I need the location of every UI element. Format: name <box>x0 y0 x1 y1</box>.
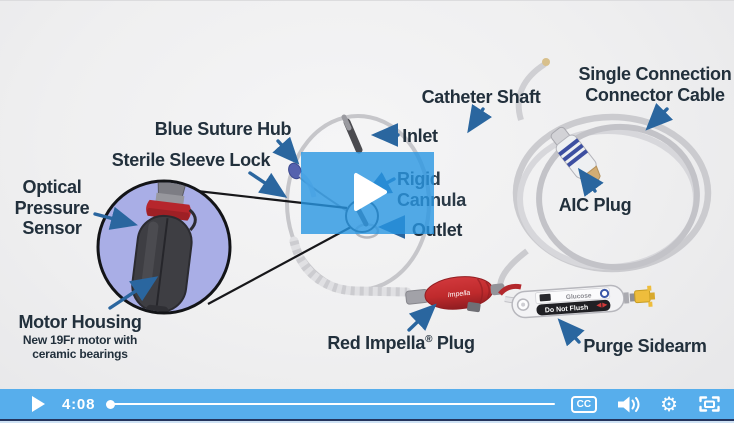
label-red-impella-plug: Red Impella® Plug <box>327 333 475 353</box>
red-purge-tubing <box>498 283 522 296</box>
label-inlet: Inlet <box>402 126 438 146</box>
arrow-catheter-shaft <box>467 103 493 134</box>
connector-cable-coil <box>497 58 712 294</box>
play-icon <box>354 173 387 211</box>
player-bottom-border <box>0 419 734 421</box>
gear-icon: ⚙ <box>660 392 678 416</box>
blue-ring-symbol <box>599 288 610 299</box>
label-sterile-sleeve-lock: Sterile Sleeve Lock <box>111 150 271 170</box>
speaker-icon <box>618 396 640 412</box>
cable-end-tip <box>542 58 550 66</box>
seek-bar[interactable] <box>106 398 555 410</box>
play-button[interactable] <box>32 396 45 412</box>
label-blue-suture-hub: Blue Suture Hub <box>154 119 292 139</box>
label-purge-sidearm: Purge Sidearm <box>583 336 707 356</box>
inlet-tip <box>341 114 363 154</box>
arrow-motor-housing <box>108 276 159 310</box>
video-control-bar: 4:08 CC ⚙ <box>0 389 734 419</box>
yellow-luer-connector <box>634 289 651 304</box>
glucose-sensor-window <box>539 293 551 302</box>
label-aic-plug: AIC Plug <box>558 195 632 215</box>
arrow-blue-suture-hub <box>272 136 300 165</box>
glucose-marking: Glucose <box>566 292 592 301</box>
label-catheter-shaft: Catheter Shaft <box>421 87 541 107</box>
label-optical-pressure-sensor: Optical Pressure Sensor <box>14 177 90 239</box>
big-play-button[interactable] <box>301 152 434 234</box>
fullscreen-button[interactable] <box>697 394 722 414</box>
seek-handle[interactable] <box>106 399 116 409</box>
volume-button[interactable] <box>616 395 641 414</box>
cc-icon: CC <box>570 395 598 413</box>
arrow-optical-pressure-sensor <box>93 206 138 230</box>
label-motor-housing-note: New 19Fr motor with ceramic bearings <box>22 333 138 361</box>
do-not-flush-marking: Do Not Flush <box>545 304 589 314</box>
captions-button[interactable]: CC <box>570 395 598 413</box>
arrow-purge-sidearm <box>557 318 585 347</box>
arrow-sterile-sleeve-lock <box>248 171 288 198</box>
purge-sidearm-device: Glucose Do Not Flush <box>511 284 656 319</box>
red-impella-plug-device: Impella <box>405 276 505 313</box>
seek-track[interactable] <box>114 402 555 406</box>
arrow-red-impella-plug <box>407 303 437 332</box>
red-arrows-symbol <box>596 302 608 308</box>
fullscreen-icon <box>699 396 720 412</box>
label-single-connection-connector-cable: Single Connection Connector Cable <box>578 64 732 105</box>
motor-housing-magnifier <box>96 179 232 317</box>
impella-script-marking: Impella <box>447 290 470 299</box>
arrow-connector-cable <box>645 102 674 131</box>
label-motor-housing: Motor Housing <box>18 312 142 332</box>
settings-button[interactable]: ⚙ <box>660 394 678 414</box>
arrow-aic-plug <box>577 167 604 197</box>
sterile-sleeve-corrugation <box>289 239 408 297</box>
current-time: 4:08 <box>62 395 96 413</box>
